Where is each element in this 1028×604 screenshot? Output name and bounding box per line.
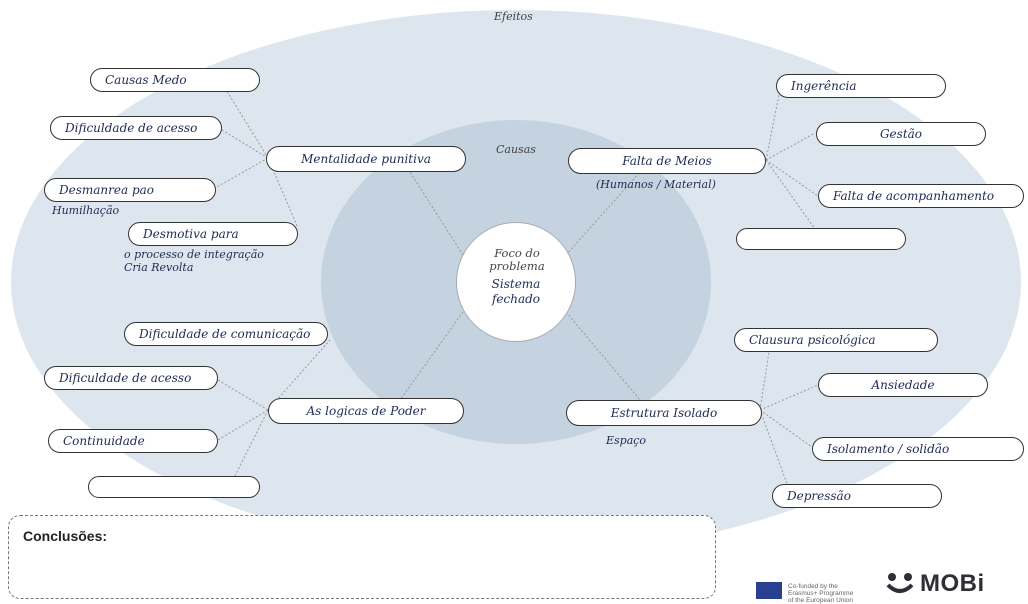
effect-branch-5: Clausura psicológica [734, 328, 938, 352]
effect-branch-1: Ingerência [776, 74, 946, 98]
mobi-logo-text: MOBi [920, 570, 985, 597]
cause-branch-3: Desmanrea pao [44, 178, 216, 202]
mobi-logo-icon [886, 573, 914, 593]
effect-branch-4 [736, 228, 906, 250]
cause-node-mentalidade: Mentalidade punitiva [266, 146, 466, 172]
causes-label: Causas [496, 143, 536, 156]
cause-branch-1: Causas Medo [90, 68, 260, 92]
cause-branch-7: Continuidade [48, 429, 218, 453]
effect-node-meios: Falta de Meios [568, 148, 766, 174]
effects-label: Efeitos [494, 10, 533, 23]
effect-branch-8: Depressão [772, 484, 942, 508]
effect-node-estrutura-note: Espaço [606, 434, 647, 447]
cause-branch-2: Dificuldade de acesso [50, 116, 222, 140]
effect-node-meios-note: (Humanos / Material) [596, 178, 716, 191]
effect-branch-2: Gestão [816, 122, 986, 146]
effect-branch-7: Isolamento / solidão [812, 437, 1024, 461]
focus-label: Foco do problema [489, 246, 545, 273]
cause-branch-4: Desmotiva para [128, 222, 298, 246]
effect-branch-6: Ansiedade [818, 373, 988, 397]
cause-branch-3-note: Humilhação [52, 204, 120, 217]
focus-circle: Foco do problema Sistema fechado [456, 222, 576, 342]
cause-branch-5: Dificuldade de comunicação [124, 322, 328, 346]
conclusions-text[interactable] [23, 552, 703, 592]
eu-flag-icon [756, 582, 782, 599]
cause-node-poder: As logicas de Poder [268, 398, 464, 424]
focus-handwritten: Sistema fechado [491, 277, 541, 306]
effect-node-estrutura: Estrutura Isolado [566, 400, 762, 426]
conclusions-box[interactable]: Conclusões: [8, 515, 716, 599]
cause-branch-6: Dificuldade de acesso [44, 366, 218, 390]
cause-branch-8 [88, 476, 260, 498]
effect-branch-3: Falta de acompanhamento [818, 184, 1024, 208]
cause-branch-4-note: o processo de integração Cria Revolta [124, 248, 264, 274]
conclusions-title: Conclusões: [23, 528, 108, 544]
